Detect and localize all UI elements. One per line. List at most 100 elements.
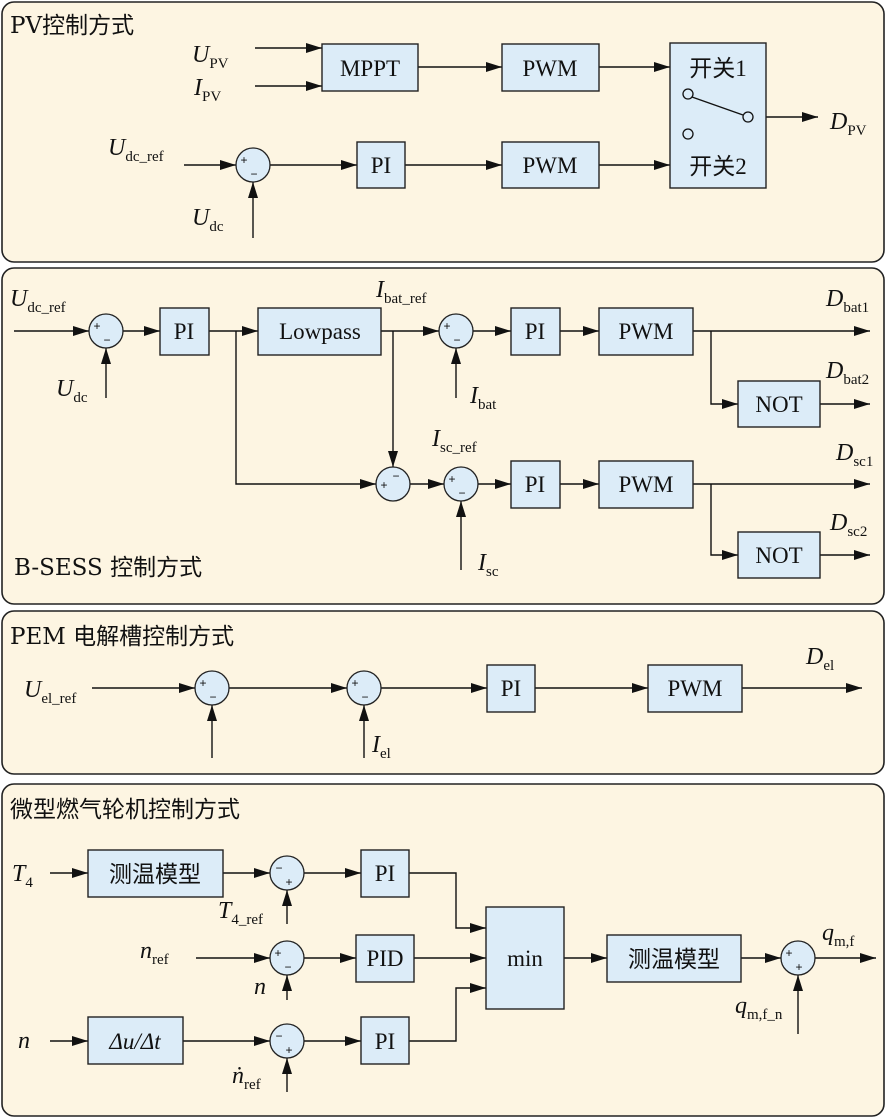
bsess-pi3-label: PI [525, 472, 545, 497]
bsess-dbat1-label: Dbat1 [825, 286, 869, 316]
bsess-sum1-minus: − [103, 333, 110, 347]
pem-panel-title: PEM 电解槽控制方式 [10, 624, 234, 650]
mgt-panel-title: 微型燃气轮机控制方式 [10, 797, 240, 823]
bsess-udcref-label: Udc_ref [10, 286, 66, 316]
pv-pwm2-label: PWM [523, 153, 578, 178]
pem-sum2-plus: + [351, 676, 358, 690]
mgt-ndotref-label: ṅref [232, 1063, 261, 1093]
pem-pi-block [486, 664, 536, 713]
mgt-temp-model1-block [87, 849, 224, 898]
bsess-sum4-minus: − [458, 486, 465, 500]
bsess-iscref-label: Isc_ref [431, 426, 477, 456]
pv-switch-lever [691, 96, 744, 116]
mgt-t4ref-label: T4_ref [218, 898, 263, 928]
mgt-sum2 [269, 940, 305, 976]
mgt-nref-label: nref [140, 938, 169, 968]
bsess-sum3-plus: + [380, 478, 387, 492]
pv-sum-minus: − [250, 167, 257, 181]
bsess-sum2-minus: − [453, 333, 460, 347]
bsess-pi1-block [159, 307, 210, 356]
pem-del-label: Del [805, 644, 834, 674]
pem-pwm-block [647, 664, 743, 713]
pem-sum1-minus: − [209, 690, 216, 704]
bsess-sum3-minus: − [392, 469, 399, 483]
mgt-n-fb-label: n [254, 974, 266, 1000]
mgt-sum3-minus: − [275, 1029, 282, 1043]
bsess-panel-title: B-SESS 控制方式 [14, 555, 202, 581]
mgt-sum4-plus-bottom: + [795, 960, 802, 974]
bsess-dsc1-label: Dsc1 [835, 440, 873, 470]
pv-udc-label: Udc [192, 205, 224, 235]
mgt-panel-frame [1, 783, 885, 1117]
pv-pwm1-label: PWM [523, 56, 578, 81]
mgt-pi2-block [360, 1016, 410, 1065]
bsess-sum4-plus: + [448, 472, 455, 486]
pem-sum2 [346, 670, 382, 706]
pem-uelref-label: Uel_ref [24, 677, 76, 707]
mgt-sum1-plus: + [285, 875, 292, 889]
pv-pi-label: PI [371, 153, 391, 178]
pem-sum1-plus: + [199, 676, 206, 690]
bsess-sum2-plus: + [443, 319, 450, 333]
mgt-sum3-plus: + [285, 1043, 292, 1057]
mgt-wire-pi1-min [409, 872, 486, 933]
bsess-udc-label: Udc [56, 376, 88, 406]
bsess-pwm2-label: PWM [619, 472, 674, 497]
mgt-wire-pi2-min [409, 983, 486, 1042]
mgt-temp-model1-label: 测温模型 [109, 862, 201, 887]
pv-switch-contact1 [682, 88, 694, 100]
pv-sum-plus: + [240, 153, 247, 167]
mgt-qmfn-label: qm,f_n [735, 993, 783, 1023]
mgt-n-in-label: n [18, 1028, 30, 1054]
bsess-sum2 [438, 313, 474, 349]
pem-sum2-minus: − [361, 690, 368, 704]
mgt-pid-label: PID [366, 946, 403, 971]
pv-udcref-label: Udc_ref [108, 135, 164, 165]
mgt-panel: 微型燃气轮机控制方式 测温模型 PI PID Δu/Δt PI [1, 783, 885, 1117]
pv-mppt-block [321, 43, 419, 92]
mgt-dudt-block [87, 1016, 184, 1065]
bsess-sum3 [375, 466, 411, 502]
bsess-not1-label: NOT [755, 392, 802, 417]
mgt-min-label: min [507, 946, 543, 971]
bsess-ibatref-label: Ibat_ref [375, 277, 426, 307]
mgt-sum1 [269, 855, 305, 891]
pv-mppt-label: MPPT [340, 56, 400, 81]
mgt-t4-label: T4 [12, 861, 33, 891]
pv-ipv-label: IPV [193, 75, 221, 105]
mgt-temp-model2-label: 测温模型 [628, 947, 720, 972]
bsess-sum1-plus: + [93, 319, 100, 333]
bsess-pwm2-block [598, 460, 694, 509]
bsess-sum1 [88, 313, 124, 349]
pv-panel-title: PV控制方式 [10, 13, 134, 39]
pv-switch1-label: 开关1 [689, 56, 747, 81]
mgt-temp-model2-block [606, 934, 742, 983]
bsess-dbat2-label: Dbat2 [825, 358, 869, 388]
bsess-panel: B-SESS 控制方式 PI Lowpass PI PWM NOT [1, 267, 885, 605]
pv-sum-junction [235, 147, 271, 183]
bsess-lowpass-label: Lowpass [279, 319, 361, 344]
mgt-min-block [485, 906, 565, 1010]
pem-panel-frame [1, 610, 885, 775]
mgt-dudt-label: Δu/Δt [108, 1029, 161, 1054]
bsess-not2-label: NOT [755, 543, 802, 568]
pem-sum1 [194, 670, 230, 706]
bsess-pwm1-label: PWM [619, 319, 674, 344]
mgt-sum1-minus: − [275, 861, 282, 875]
bsess-pi2-block [510, 307, 561, 356]
mgt-pi1-label: PI [375, 861, 395, 886]
pv-pwm1-block [501, 43, 600, 92]
pv-pi-block [356, 141, 406, 189]
pv-upv-label: UPV [192, 42, 229, 72]
mgt-pi2-label: PI [375, 1029, 395, 1054]
pem-pi-label: PI [501, 676, 521, 701]
bsess-isc-label: Isc [477, 550, 499, 580]
mgt-pi1-block [360, 849, 410, 898]
mgt-pid-block [355, 934, 415, 983]
mgt-sum4 [780, 940, 816, 976]
mgt-qmf-label: qm,f [822, 920, 854, 950]
bsess-wire-pi1-sum3 [235, 331, 376, 489]
pem-panel: PEM 电解槽控制方式 PI PWM + − + − Uel_ref Iel D… [1, 610, 885, 775]
mgt-sum4-plus-left: + [785, 946, 792, 960]
